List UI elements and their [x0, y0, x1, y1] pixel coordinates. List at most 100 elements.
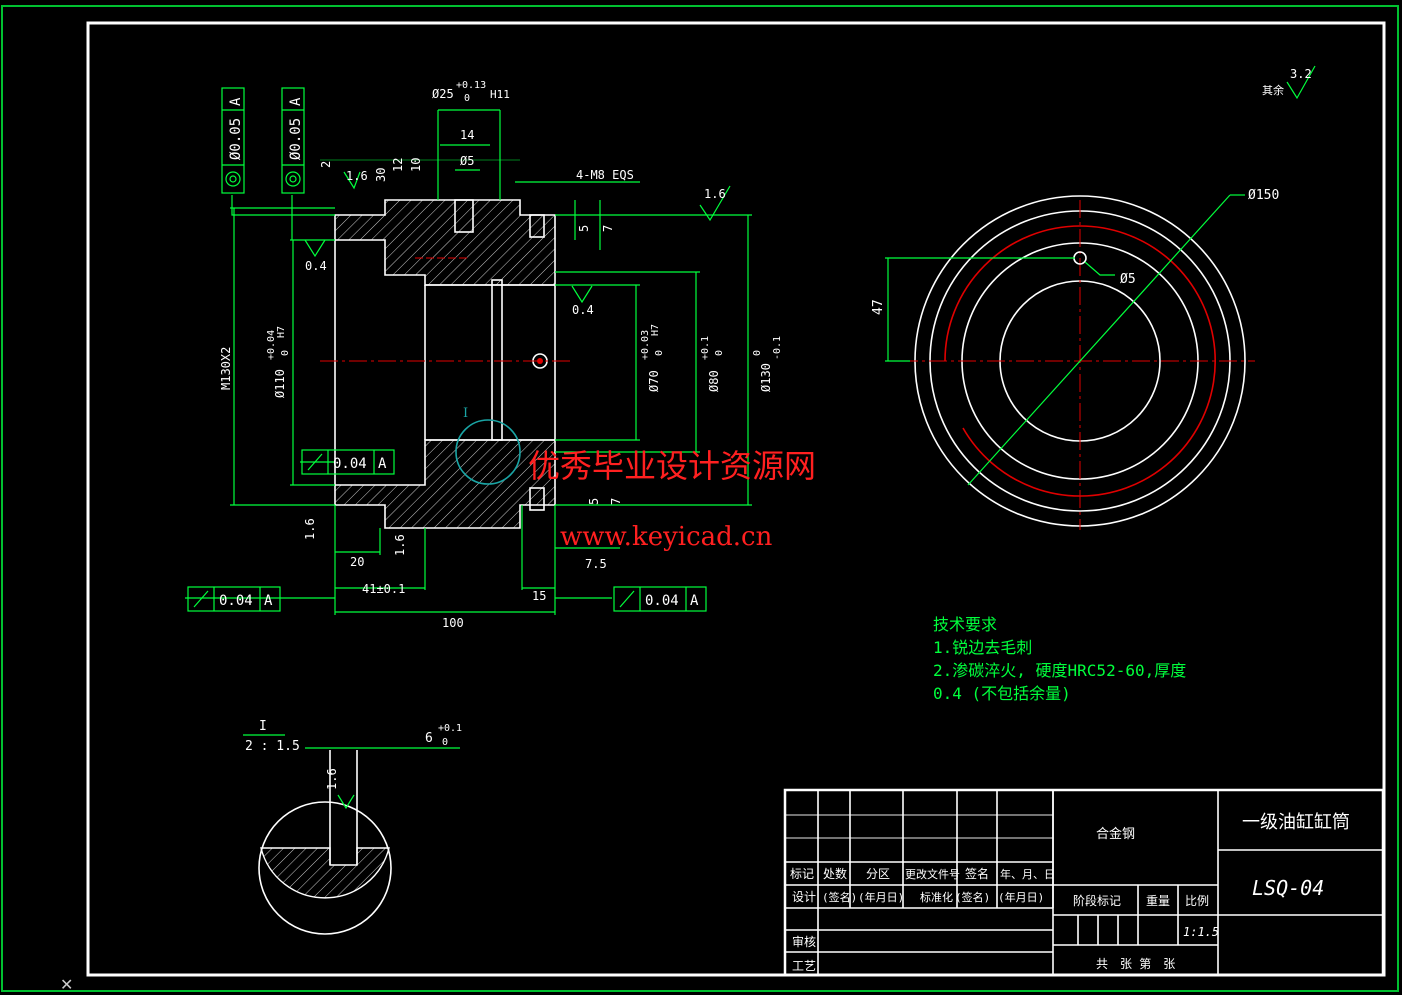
- tech-heading: 技术要求: [933, 615, 997, 634]
- tb-weight: 重量: [1146, 894, 1170, 908]
- dim-d5: Ø5: [460, 154, 474, 168]
- dim-12: 12: [391, 158, 405, 172]
- rough-04-a: 0.4: [305, 259, 327, 273]
- dim-d110: Ø110: [273, 369, 287, 398]
- labels: Ø0.05 A Ø0.05 A 0.04 A 0.04 A 0.04 A Ø25…: [219, 67, 1350, 973]
- dim-b5: 5: [587, 498, 601, 505]
- lower-wall-section: [334, 439, 556, 529]
- dim-d70-low: 0: [654, 350, 665, 356]
- drawing-number: LSQ-04: [1252, 876, 1324, 900]
- dim-d70-tol: +0.03: [640, 330, 651, 360]
- watermark-cn: 优秀毕业设计资源网: [528, 447, 816, 485]
- tb-standard: 标准化: [920, 890, 953, 904]
- rough-16-c: 1.6: [303, 518, 317, 540]
- drawing-border: [86, 21, 1386, 977]
- rev-h3: 更改文件号: [905, 867, 960, 881]
- tb-stage: 阶段标记: [1073, 893, 1121, 908]
- roughness-symbols: [304, 65, 1316, 304]
- close-icon[interactable]: ✕: [60, 975, 73, 994]
- dim-d80: Ø80: [707, 370, 721, 392]
- dim-7v: 7: [601, 225, 615, 232]
- dim-d80-tol: +0.1: [700, 336, 711, 360]
- rough-16-e: 1.6: [325, 768, 339, 790]
- rev-h0: 标记: [790, 867, 814, 881]
- detail-slot: 6: [425, 731, 433, 746]
- rev-h5: 年、月、日: [1000, 867, 1055, 881]
- runout-value-1: 0.04: [333, 456, 367, 472]
- rough-rest-label: 其余: [1262, 83, 1284, 97]
- dim-10: 10: [409, 158, 423, 172]
- material: 合金钢: [1096, 826, 1135, 842]
- dim-30: 30: [374, 168, 388, 182]
- title-block: [783, 788, 1385, 977]
- dim-d130-tol: 0: [752, 350, 763, 356]
- dim-d110-low: 0: [280, 350, 291, 356]
- dimension-lines: [185, 109, 752, 615]
- upper-wall-section: [334, 199, 556, 286]
- runout-datum-2: A: [264, 593, 273, 609]
- dim-d130: Ø130: [759, 363, 773, 392]
- dim-75: 7.5: [585, 557, 607, 571]
- rough-16-d: 1.6: [393, 534, 407, 556]
- tb-date: (年月日): [858, 890, 904, 904]
- coax-tol-1: Ø0.05: [228, 118, 244, 160]
- dim-100: 100: [442, 616, 464, 630]
- rough-16-b: 1.6: [346, 169, 368, 183]
- tb-sign2: (签名): [955, 890, 990, 904]
- tb-ratio: 比例: [1185, 894, 1209, 908]
- tb-sign: (签名): [822, 890, 857, 904]
- tb-review: 审核: [792, 934, 816, 949]
- dim-d25-lower: 0: [464, 93, 470, 104]
- end-view: [885, 194, 1255, 530]
- detail-slot-lower: 0: [442, 737, 448, 748]
- dim-m130: M130X2: [219, 347, 233, 390]
- dim-dia5: Ø5: [1120, 272, 1136, 287]
- tb-design: 设计: [792, 890, 816, 904]
- tech-item-3: 0.4 (不包括余量): [933, 684, 1071, 703]
- dim-d110-tol: +0.04: [266, 330, 277, 360]
- drawing-title: 一级油缸缸筒: [1242, 811, 1350, 833]
- runout-value-2: 0.04: [219, 593, 253, 609]
- dim-d25-fit: H11: [490, 88, 510, 101]
- rough-rest-value: 3.2: [1290, 67, 1312, 81]
- detail-callout-label: I: [463, 406, 468, 421]
- dim-d70: Ø70: [647, 370, 661, 392]
- dim-20: 20: [350, 555, 364, 569]
- dim-d25-upper: +0.13: [456, 80, 486, 91]
- dim-d70-fit: H7: [650, 324, 661, 336]
- rev-h4: 签名: [965, 866, 989, 881]
- tb-date2: (年月日): [998, 890, 1044, 904]
- rough-16-a: 1.6: [704, 187, 726, 201]
- runout-datum-1: A: [378, 456, 387, 472]
- rough-04-b: 0.4: [572, 303, 594, 317]
- dim-dia150: Ø150: [1248, 188, 1279, 203]
- dim-b7: 7: [609, 498, 623, 505]
- tolerance-frames: [187, 87, 707, 612]
- tb-sheets: 共 张 第 张: [1096, 957, 1175, 971]
- dim-41: 41±0.1: [362, 582, 405, 596]
- watermark-url: www.keyicad.cn: [560, 522, 773, 552]
- dim-d80-low: 0: [714, 350, 725, 356]
- runout-value-3: 0.04: [645, 593, 679, 609]
- tech-item-2: 2.渗碳淬火, 硬度HRC52-60,厚度: [933, 661, 1186, 680]
- rev-h2: 分区: [866, 867, 890, 881]
- tech-item-1: 1.锐边去毛刺: [933, 638, 1032, 657]
- tb-process: 工艺: [792, 959, 816, 973]
- coax-datum-2: A: [288, 97, 304, 106]
- rev-h1: 处数: [823, 866, 847, 881]
- detail-scale: 2 : 1.5: [245, 739, 300, 754]
- dim-h47: 47: [871, 299, 886, 315]
- dim-d25: Ø25: [432, 87, 454, 101]
- dim-15: 15: [532, 589, 546, 603]
- dim-d130-low: -0.1: [772, 336, 783, 360]
- coax-datum-1: A: [228, 97, 244, 106]
- dim-2: 2: [319, 161, 333, 168]
- detail-slot-upper: +0.1: [438, 723, 462, 734]
- dim-thread: 4-M8 EQS: [576, 168, 634, 182]
- section-view: [320, 199, 570, 529]
- tb-scale: 1:1.5: [1183, 925, 1219, 939]
- dim-5v: 5: [577, 225, 591, 232]
- viewport-frame: [1, 5, 1399, 992]
- runout-datum-3: A: [690, 593, 699, 609]
